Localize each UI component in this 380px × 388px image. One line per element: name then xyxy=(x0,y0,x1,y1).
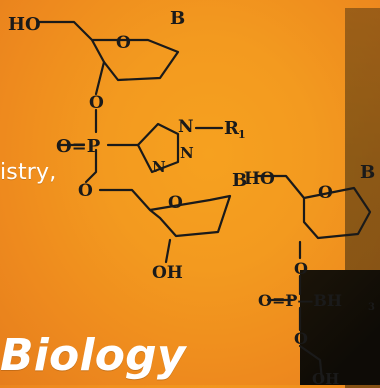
bond-middle-hydroxyl xyxy=(164,238,172,264)
bond-triazole-ring xyxy=(136,122,180,174)
label-linker-oxygen-top: O xyxy=(89,93,104,113)
label-triazole-n2: N xyxy=(180,144,194,162)
label-triazole-n3: N xyxy=(152,158,166,176)
bond-bottom xyxy=(298,344,324,382)
label-triazole-substituent: R xyxy=(224,118,240,139)
label-hydroxyl-bottom: OH xyxy=(312,370,339,385)
bond-right-sugar xyxy=(256,174,372,240)
label-linker-oxygen-mid: O xyxy=(78,181,93,201)
label-base-mid: B xyxy=(232,170,247,191)
label-phosphate: O=P xyxy=(56,136,101,157)
label-ring-oxygen-right: O xyxy=(318,183,333,203)
molecule-labels: HO B O O O=P N N N R 1 O B O OH HO O B O… xyxy=(8,8,375,385)
label-base-right: B xyxy=(360,162,375,183)
partial-text-line: istry, xyxy=(0,160,57,185)
bond-top-sugar xyxy=(38,20,180,82)
bond-top-linker xyxy=(94,60,106,96)
dark-corner-panel xyxy=(300,270,380,385)
label-hydroxyl-mid: OH xyxy=(152,263,183,283)
molecule-bonds xyxy=(38,20,372,382)
label-boranophosphate: O=P—BH xyxy=(258,291,342,310)
biology-heading: Biology xyxy=(0,330,186,381)
label-triazole-subscript: 1 xyxy=(238,128,246,141)
label-triazole-n1: N xyxy=(178,117,194,137)
bond-middle-sugar xyxy=(98,188,232,238)
label-base-top: B xyxy=(170,8,185,29)
label-top-ho: HO xyxy=(8,14,41,35)
label-ring-oxygen-top: O xyxy=(116,33,131,53)
bond-phosphate-down xyxy=(84,148,98,184)
label-boranophosphate-subscript: 3 xyxy=(368,302,375,313)
label-ring-oxygen-mid: O xyxy=(168,193,183,213)
label-linker-oxygen-bottom: O xyxy=(294,329,308,348)
label-ho-right: HO xyxy=(244,169,275,189)
label-linker-oxygen-right: O xyxy=(294,259,308,278)
